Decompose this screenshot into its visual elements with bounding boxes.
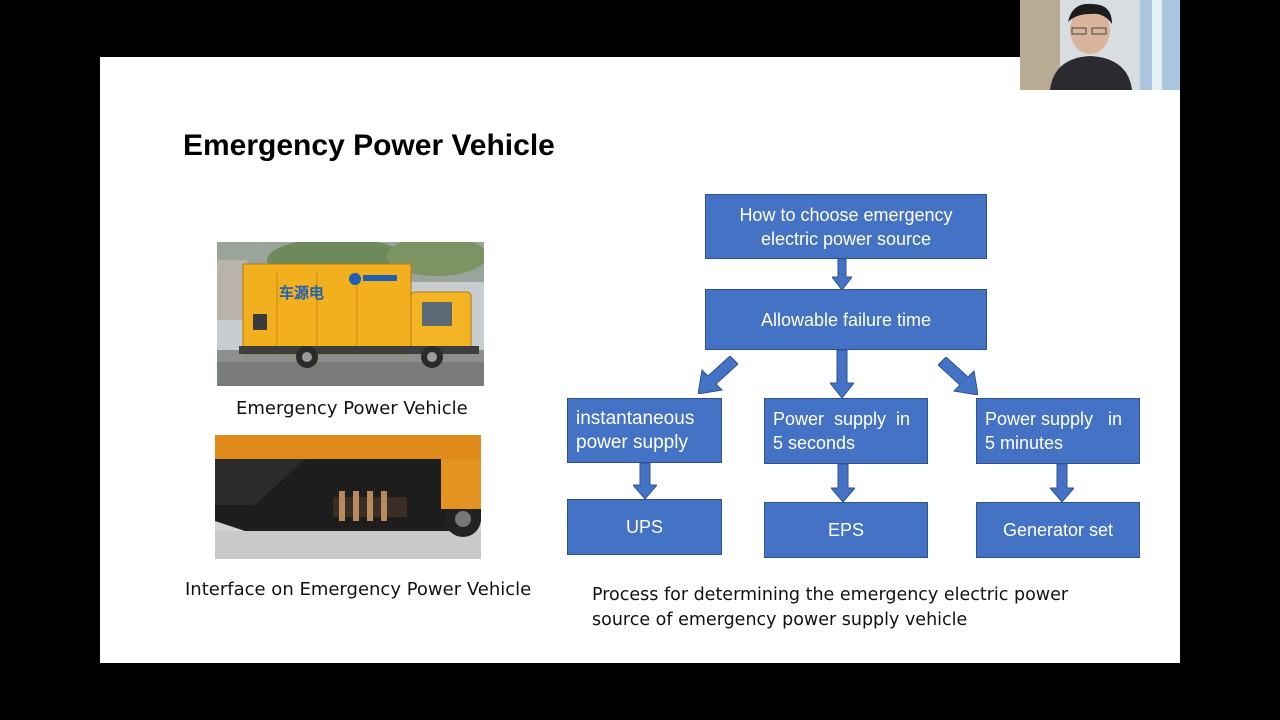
flow-failure-time-box: Allowable failure time [705,289,987,350]
flow-source-ups-text: UPS [625,517,663,537]
interface-caption: Interface on Emergency Power Vehicle [185,579,532,600]
arrow-down-icon [832,259,852,290]
flow-root-text: How to choose emergency electric power s… [739,204,953,249]
vehicle-photo: 车源电 [217,242,484,386]
arrow-down-left-icon [698,356,738,394]
flow-condition-instantaneous-box: instantaneous power supply [567,398,722,463]
flow-source-generator-box: Generator set [976,502,1140,558]
flow-condition-instantaneous-text: instantaneous power supply [576,407,695,453]
arrow-down-right-icon [938,357,978,395]
webcam-overlay [1020,0,1180,90]
interface-photo [215,435,481,559]
arrow-down-icon [830,350,854,398]
truck-logo-text: 车源电 [279,284,325,302]
flow-condition-5s-text: Power supply in 5 seconds [773,409,916,453]
flow-source-eps-box: EPS [764,502,928,558]
flow-condition-5min-box: Power supply in 5 minutes [976,398,1140,464]
vehicle-caption: Emergency Power Vehicle [236,398,468,419]
flow-root-box: How to choose emergency electric power s… [705,194,987,259]
process-caption: Process for determining the emergency el… [592,585,1069,630]
flow-source-generator-text: Generator set [1002,520,1114,540]
flow-source-eps-text: EPS [827,520,865,540]
flow-failure-time-text: Allowable failure time [760,309,932,330]
arrow-down-icon [633,463,657,499]
presentation-slide: Emergency Power Vehicle 车源电 Emergency Po… [100,57,1180,663]
flow-condition-5min-text: Power supply in 5 minutes [985,409,1128,453]
flow-condition-5s-box: Power supply in 5 seconds [764,398,928,464]
slide-title: Emergency Power Vehicle [183,129,555,162]
flow-source-ups-box: UPS [567,499,722,555]
arrow-down-icon [1050,464,1074,502]
arrow-down-icon [831,464,855,502]
